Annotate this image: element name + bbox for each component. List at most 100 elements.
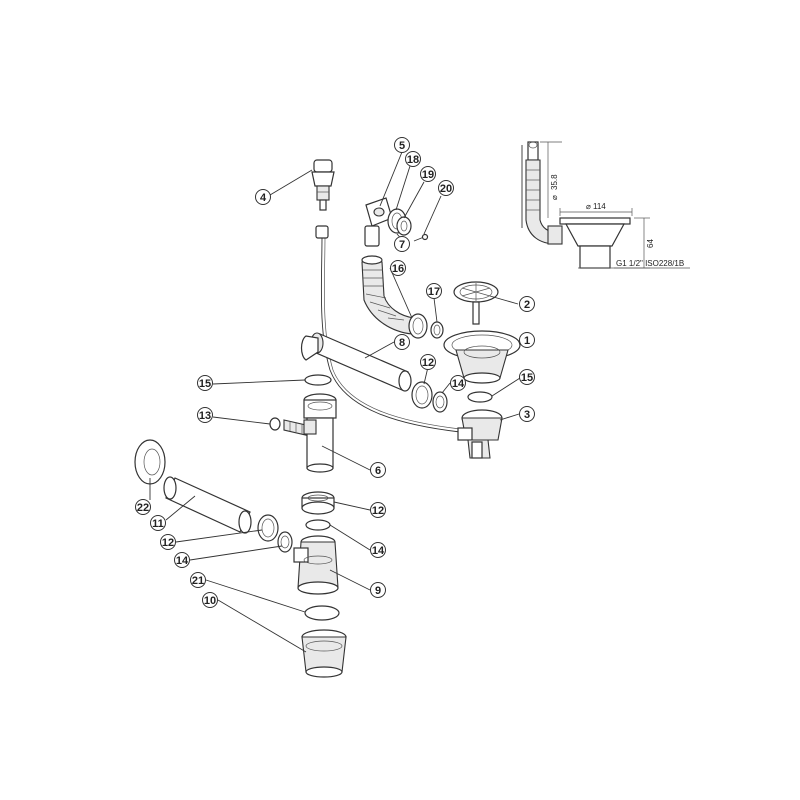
part-9-bottle-trap <box>293 535 339 595</box>
part-10-trap-cup <box>301 629 347 678</box>
part-15-o-ring-left <box>304 374 332 386</box>
callout-circle <box>519 296 535 312</box>
dim-height-symbol: ⌀ <box>550 195 559 200</box>
callout-circle <box>174 552 190 568</box>
callout-c12a: 12 <box>420 354 436 370</box>
callout-circle <box>519 332 535 348</box>
callout-number: 20 <box>440 183 452 195</box>
callout-c21: 21 <box>190 572 206 588</box>
callout-number: 3 <box>524 409 530 421</box>
callout-number: 12 <box>372 505 384 517</box>
callout-c14c: 14 <box>174 552 190 568</box>
cable-end-cap <box>315 225 329 239</box>
callout-circle <box>370 502 386 518</box>
callout-circle <box>394 236 410 252</box>
callout-number: 7 <box>399 239 405 251</box>
callout-c16: 16 <box>390 260 406 276</box>
part-16-nut <box>408 313 428 339</box>
callout-circle <box>420 166 436 182</box>
dim-thread: G1 1/2" ISO228/1B <box>616 259 684 268</box>
part-4-overflow-knob <box>311 159 335 211</box>
dim-diameter-symbol: ⌀ <box>586 202 591 211</box>
callout-number: 15 <box>199 378 211 390</box>
callout-circle <box>426 283 442 299</box>
callout-circle <box>519 406 535 422</box>
callout-c10: 10 <box>202 592 218 608</box>
callout-number: 9 <box>375 585 381 597</box>
callout-circle <box>450 375 466 391</box>
callout-number: 17 <box>428 286 440 298</box>
part-17-washer <box>430 321 444 339</box>
part-15-o-ring-right <box>467 391 493 403</box>
callout-c5: 5 <box>394 137 410 153</box>
callout-circle <box>390 260 406 276</box>
callout-circle <box>197 407 213 423</box>
callout-c12b: 12 <box>370 502 386 518</box>
callout-circle <box>202 592 218 608</box>
dim-height: 35.8 <box>550 174 559 190</box>
callout-number: 6 <box>375 465 381 477</box>
callout-number: 15 <box>521 372 533 384</box>
part-22-wall-flange <box>134 439 166 485</box>
leader-lines <box>149 151 521 653</box>
dim-diameter: 114 <box>593 202 606 211</box>
callout-circle <box>394 334 410 350</box>
callout-circle <box>255 189 271 205</box>
part-21-o-ring <box>304 605 340 621</box>
part-3-waste-outlet <box>457 409 503 459</box>
callout-number: 10 <box>204 595 216 607</box>
callout-c17: 17 <box>426 283 442 299</box>
callout-c3: 3 <box>519 406 535 422</box>
part-20-screw <box>413 233 429 242</box>
part-1-strainer-body <box>443 330 521 384</box>
callout-c14a: 14 <box>450 375 466 391</box>
callout-number: 4 <box>260 192 267 204</box>
callout-c13: 13 <box>197 407 213 423</box>
part-14-washer-upper <box>432 391 448 413</box>
callout-circle <box>370 582 386 598</box>
callout-circle <box>150 515 166 531</box>
part-14-washer-lower-center <box>305 519 331 531</box>
part-12-nut-lower-left <box>257 514 279 542</box>
callout-c18: 18 <box>405 151 421 167</box>
callout-c14b: 14 <box>370 542 386 558</box>
callout-c11: 11 <box>150 515 166 531</box>
part-12-nut-lower-center <box>301 491 335 515</box>
callout-c9: 9 <box>370 582 386 598</box>
callout-c19: 19 <box>420 166 436 182</box>
callout-number: 1 <box>524 335 530 347</box>
callout-circle <box>438 180 454 196</box>
callout-c6: 6 <box>370 462 386 478</box>
callout-number: 22 <box>137 502 149 514</box>
callout-number: 14 <box>176 555 189 567</box>
callout-circle <box>370 542 386 558</box>
callout-c4: 4 <box>255 189 271 205</box>
part-5-overflow-outlet <box>364 197 393 247</box>
part-16-corrugated-hose <box>361 255 415 335</box>
part-14-washer-lower-left <box>277 531 293 553</box>
callout-circle <box>394 137 410 153</box>
callout-number: 8 <box>399 337 405 349</box>
callout-number: 16 <box>392 263 404 275</box>
callout-number: 12 <box>422 357 434 369</box>
callout-c12c: 12 <box>160 534 176 550</box>
callout-circle <box>370 462 386 478</box>
dim-depth: 64 <box>646 239 655 248</box>
part-2-strainer-basket <box>453 281 499 325</box>
inset-dimension-drawing <box>521 141 690 269</box>
callout-number: 12 <box>162 537 174 549</box>
callout-c20: 20 <box>438 180 454 196</box>
callout-c15a: 15 <box>197 375 213 391</box>
part-11-drain-pipe <box>163 476 252 534</box>
part-12-nut-upper <box>411 381 433 409</box>
callout-number: 13 <box>199 410 211 422</box>
callout-number: 5 <box>399 140 405 152</box>
callout-c2: 2 <box>519 296 535 312</box>
callout-number: 21 <box>192 575 204 587</box>
callout-number: 14 <box>452 378 465 390</box>
callout-number: 11 <box>152 518 164 530</box>
callout-number: 19 <box>422 169 434 181</box>
part-8-overflow-pipe <box>300 332 412 392</box>
